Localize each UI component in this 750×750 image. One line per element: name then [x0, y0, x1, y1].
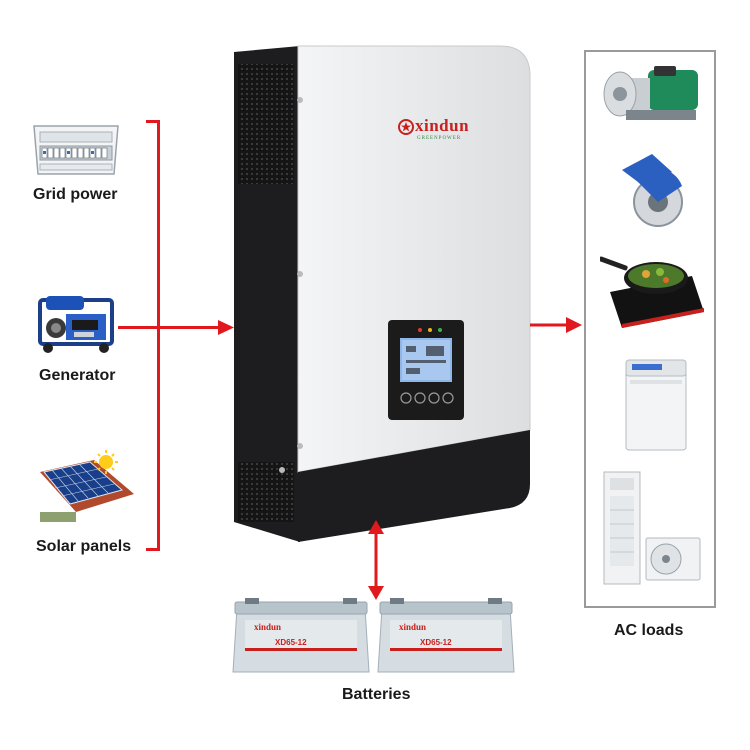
bracket-vertical: [157, 120, 160, 551]
inverter-logo-icon: [398, 119, 414, 135]
air-conditioner-icon: [602, 470, 706, 586]
ac-loads-label: AC loads: [614, 622, 684, 639]
output-arrow: [530, 316, 582, 334]
input-arrow: [158, 318, 234, 338]
circular-saw-icon: [612, 152, 694, 232]
battery-right-model: XD65-12: [420, 638, 452, 647]
induction-cooker-icon: [600, 252, 706, 328]
ac-loads-frame: [584, 50, 716, 608]
breaker-panel-icon: [30, 124, 122, 176]
inverter-brand: xindun: [415, 116, 470, 135]
washing-machine-icon: [620, 356, 692, 454]
battery-double-arrow: [366, 520, 386, 600]
battery-left-brand: xindun: [254, 622, 282, 632]
battery-right-brand: xindun: [399, 622, 427, 632]
bracket-mid-tick: [118, 326, 158, 329]
grid-power-label: Grid power: [33, 186, 118, 203]
inverter-unit: [230, 42, 536, 546]
water-pump-icon: [596, 62, 706, 128]
bracket-top-tick: [146, 120, 160, 123]
generator-icon: [36, 294, 116, 354]
generator-label: Generator: [39, 367, 116, 384]
battery-right: [376, 598, 516, 676]
solar-panels-label: Solar panels: [36, 538, 132, 555]
battery-left: [231, 598, 371, 676]
solar-panel-icon: [36, 450, 136, 522]
inverter-brand-sub: GREENPOWER: [417, 136, 462, 141]
bracket-bottom-tick: [146, 548, 160, 551]
batteries-label: Batteries: [342, 686, 411, 703]
battery-left-model: XD65-12: [275, 638, 307, 647]
